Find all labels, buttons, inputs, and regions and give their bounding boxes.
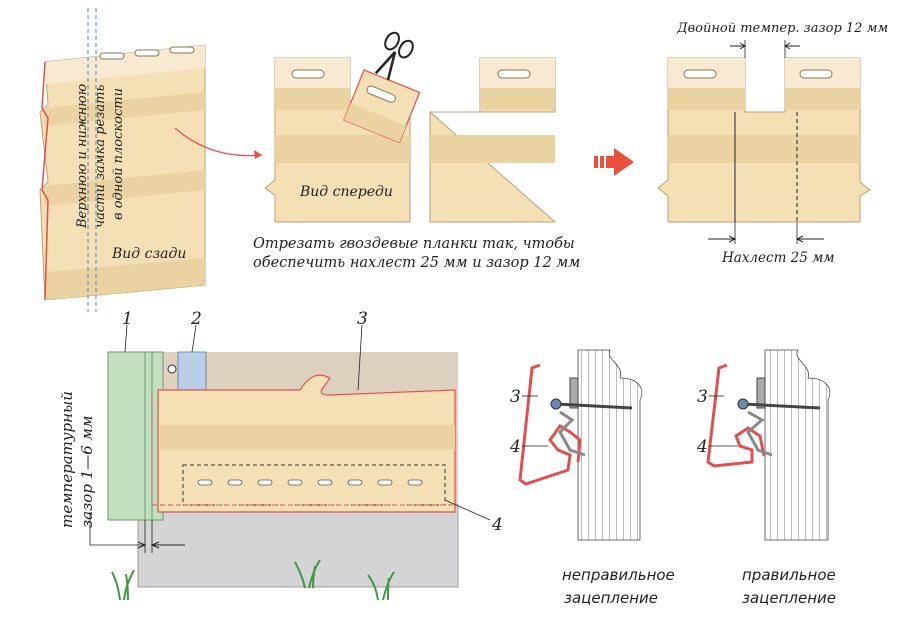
- callout-1: 1: [122, 309, 133, 329]
- scissors-icon: [374, 31, 414, 81]
- grass-icon: [111, 559, 395, 601]
- double-gap-label: Двойной темпер. зазор 12 мм: [676, 21, 888, 36]
- overlap-label: Нахлест 25 мм: [721, 250, 835, 266]
- wrong-num-4: 4: [509, 437, 521, 457]
- cut-side-text-2: части замка резать: [93, 85, 108, 228]
- connector-arrow: [174, 127, 263, 157]
- temp-gap-line-1: температурный: [58, 391, 76, 528]
- wrong-engagement-detail: [518, 349, 643, 541]
- right-num-3: 3: [697, 387, 708, 407]
- starter-strip: [177, 351, 207, 391]
- view-back-label: Вид сзади: [111, 246, 186, 262]
- installation-detail: [89, 324, 491, 601]
- next-step-arrow: [594, 148, 634, 176]
- view-front-label: Вид спереди: [299, 184, 393, 200]
- result-panels: [657, 40, 871, 244]
- cut-piece: [342, 69, 421, 144]
- back-view-panel: Верхнюю и нижнюю части замка резать в од…: [39, 8, 206, 312]
- temp-gap-line-2: зазор 1—6 мм: [78, 416, 96, 528]
- cut-side-text-3: в одной плоскости: [111, 88, 126, 220]
- right-caption-2: зацепление: [742, 589, 836, 607]
- callout-2: 2: [190, 309, 202, 329]
- cut-instruction-line-2: обеспечить нахлест 25 мм и зазор 12 мм: [253, 255, 580, 271]
- wrong-num-3: 3: [510, 387, 521, 407]
- corner-trim: [107, 351, 164, 521]
- callout-3: 3: [357, 309, 368, 329]
- callout-4: 4: [491, 515, 503, 535]
- wrong-caption-2: зацепление: [564, 589, 658, 607]
- right-caption-1: правильное: [742, 566, 836, 584]
- right-num-4: 4: [696, 437, 708, 457]
- nail-slots-back: [99, 46, 195, 60]
- cut-instruction-line-1: Отрезать гвоздевые планки так, чтобы: [253, 236, 575, 252]
- cut-side-text-1: Верхнюю и нижнюю: [75, 84, 90, 229]
- right-engagement-detail: [706, 349, 831, 541]
- wrong-caption-1: неправильное: [562, 566, 675, 584]
- front-view-panels: Вид спереди: [264, 31, 557, 223]
